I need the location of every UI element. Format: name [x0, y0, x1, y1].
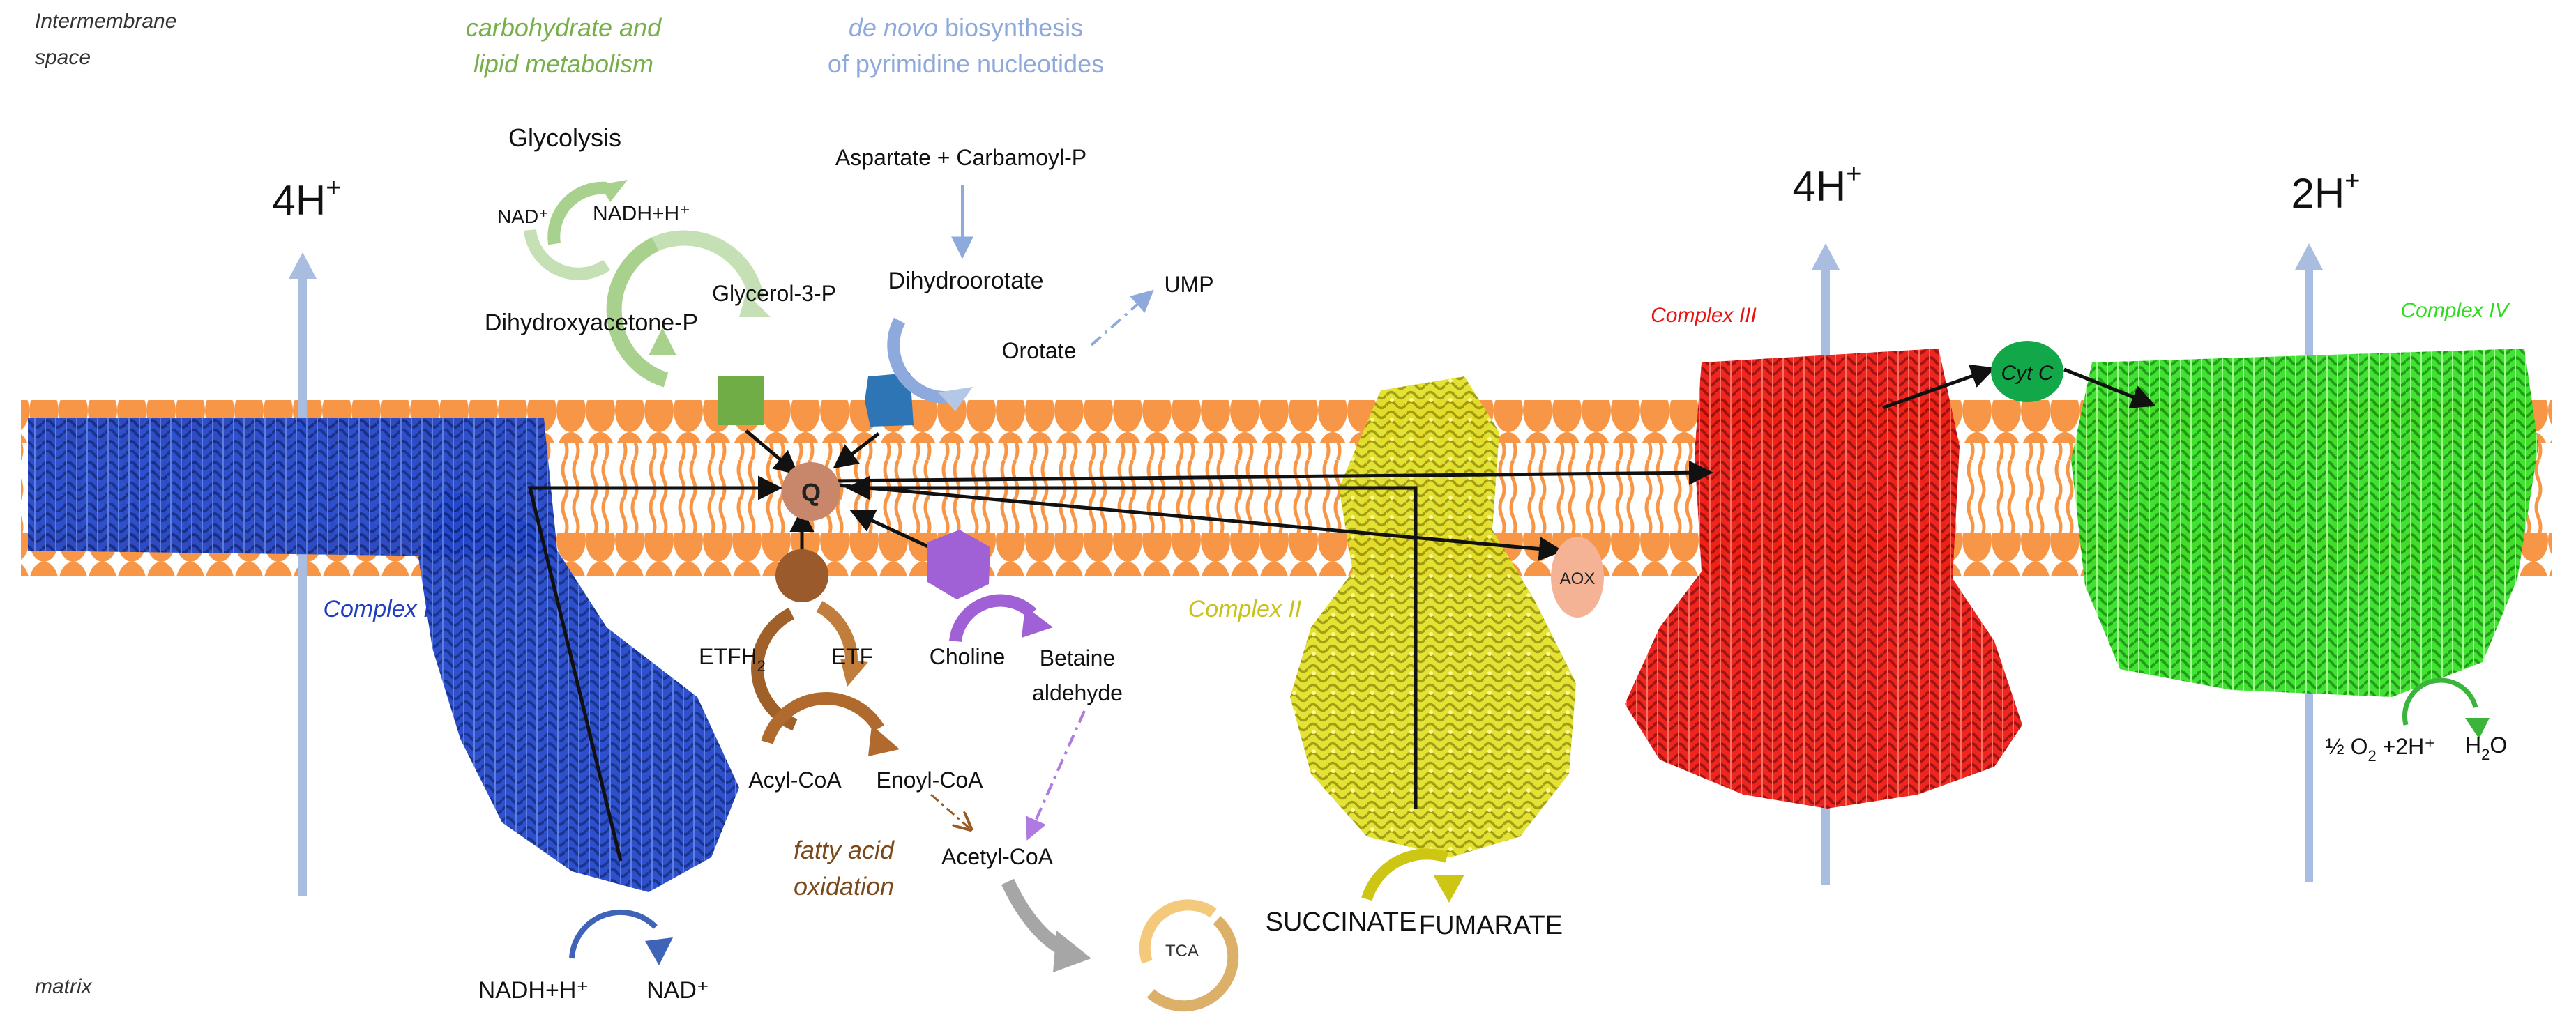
complex-1-label: Complex I: [323, 596, 430, 622]
succinate-fumarate-arrow: [1361, 848, 1464, 903]
proton-label-complex4: 2H+: [2291, 167, 2361, 217]
tca-label: TCA: [1165, 942, 1199, 960]
proton-c4-base: 2H: [2291, 170, 2345, 217]
complex-2-structure: [1290, 376, 1576, 857]
proton-c4-sup: +: [2344, 167, 2360, 196]
etfh2-sub: 2: [757, 657, 766, 675]
proton-c1-sup: +: [326, 174, 341, 203]
h2o-o: O: [2490, 733, 2507, 758]
etfh2-label: ETFH2: [699, 644, 766, 675]
nadh-small-label: NADH+H⁺: [593, 202, 690, 225]
complex-4-structure: [2071, 349, 2538, 697]
acetyl-to-tca-arrow: [1001, 878, 1091, 972]
proton-label-complex3: 4H+: [1793, 160, 1862, 210]
aox-label: AOX: [1560, 569, 1596, 588]
oxygen-label: ½ O2 +2H⁺: [2326, 734, 2436, 765]
acetyl-coa-label: Acetyl-CoA: [941, 844, 1054, 869]
water-label: H2O: [2465, 733, 2507, 763]
aox-enzyme: [1551, 537, 1604, 618]
pyrimidine-title-italic: de novo: [849, 13, 938, 42]
choline-label: Choline: [930, 644, 1006, 669]
tca-cycle: [1139, 899, 1239, 1012]
carb-lipid-title-line1: carbohydrate and: [466, 13, 662, 42]
pyrimidine-title-line1: de novo biosynthesis: [849, 13, 1083, 42]
nad-bottom-label: NAD⁺: [646, 977, 709, 1004]
proton-c1-base: 4H: [273, 177, 326, 224]
ubiquinone-pool: [782, 462, 840, 521]
pyrimidine-cycle: [887, 185, 1154, 411]
choline-cycle: [949, 594, 1086, 841]
g3p-dehydrogenase: [718, 376, 764, 425]
complex-2-label: Complex II: [1188, 596, 1302, 622]
nad-small-label: NAD⁺: [497, 206, 549, 227]
dihydroorotate-label: Dihydroorotate: [888, 268, 1043, 294]
succinate-label: SUCCINATE: [1266, 908, 1417, 937]
glycolysis-cycle: [524, 180, 628, 280]
pyrimidine-title-rest: biosynthesis: [938, 13, 1083, 42]
carb-lipid-title-line2: lipid metabolism: [473, 49, 653, 78]
proton-c3-sup: +: [1846, 160, 1861, 189]
etf-qo-enzyme: [775, 549, 828, 602]
complex-3-structure: [1625, 349, 2022, 809]
intermembrane-label-line1: Intermembrane: [35, 10, 176, 33]
dhodh-enzyme: [865, 373, 914, 427]
intermembrane-label-line2: space: [35, 46, 91, 69]
choline-dehydrogenase: [927, 530, 990, 599]
pyrimidine-title-line2: of pyrimidine nucleotides: [828, 49, 1104, 78]
fumarate-label: FUMARATE: [1419, 911, 1563, 940]
acyl-coa-label: Acyl-CoA: [748, 767, 842, 793]
etf-label: ETF: [831, 644, 873, 669]
h2o-h: H: [2465, 733, 2481, 758]
g3p-label: Glycerol-3-P: [712, 281, 836, 306]
complex-4-label: Complex IV: [2400, 299, 2510, 322]
fatty-acid-title-line2: oxidation: [794, 872, 894, 901]
ump-label: UMP: [1164, 272, 1213, 297]
o2-left: ½ O: [2326, 734, 2367, 759]
q-label: Q: [801, 478, 821, 507]
cytochrome-c: [1991, 341, 2063, 402]
fatty-acid-cycles: [751, 601, 969, 828]
fatty-acid-title-line1: fatty acid: [794, 836, 895, 864]
dhap-label: Dihydroxyacetone-P: [485, 309, 698, 336]
proton-c3-base: 4H: [1793, 163, 1847, 210]
g3p-cycle: [606, 230, 771, 388]
etfh2-base: ETFH: [699, 644, 757, 669]
glycolysis-label: Glycolysis: [508, 123, 621, 152]
matrix-label: matrix: [35, 975, 93, 998]
complex-3-label: Complex III: [1651, 304, 1757, 327]
orotate-label: Orotate: [1002, 338, 1077, 363]
o2-right: +2H⁺: [2377, 734, 2436, 759]
h2o-sub: 2: [2481, 746, 2490, 763]
cytc-label: Cyt C: [2001, 362, 2054, 385]
nadh-nad-arrow: [569, 909, 673, 965]
betaine-label-line2: aldehyde: [1032, 680, 1123, 705]
nadh-bottom-label: NADH+H⁺: [478, 977, 589, 1004]
oxygen-water-arrow: [2402, 677, 2490, 739]
o2-sub: 2: [2367, 747, 2376, 765]
proton-label-complex1: 4H+: [273, 174, 342, 224]
enoyl-coa-label: Enoyl-CoA: [877, 767, 984, 793]
betaine-label-line1: Betaine: [1040, 645, 1116, 671]
electron-flow-arrows: [527, 364, 2156, 862]
asp-carb-label: Aspartate + Carbamoyl-P: [835, 145, 1086, 170]
